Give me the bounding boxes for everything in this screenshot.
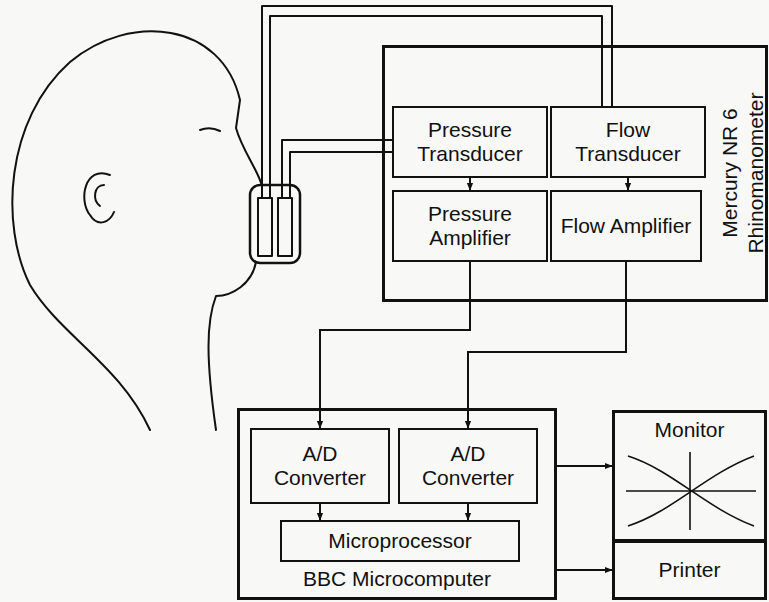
box-label: Microprocessor: [322, 529, 478, 553]
process-box: Pressure Transducer: [392, 106, 548, 178]
signal-arrow: [469, 178, 471, 190]
process-box: Microprocessor: [280, 520, 520, 562]
flow-tube: [262, 6, 612, 198]
box-label: Monitor: [648, 418, 730, 442]
ear: [84, 173, 114, 222]
monitor-curve: [628, 456, 754, 526]
box-label: Pressure Transducer: [394, 118, 546, 166]
pressure-tube: [282, 140, 392, 198]
face-mask: [250, 185, 300, 263]
signal-arrow: [319, 504, 321, 520]
signal-arrow: [467, 504, 469, 520]
signal-arrow: [557, 465, 612, 467]
process-box: A/D Converter: [398, 428, 538, 504]
monitor-axis: [626, 452, 756, 530]
printer-box: Printer: [612, 540, 767, 600]
chin-outline: [209, 262, 257, 430]
pressure-tube: [290, 152, 392, 198]
mask-tube: [278, 198, 292, 256]
monitor-curve: [628, 456, 754, 526]
box-label: A/D Converter: [252, 442, 388, 490]
vertical-label: Mercury NR 6 Rhinomanometer: [717, 47, 769, 299]
process-box: A/D Converter: [250, 428, 390, 504]
signal-arrow: [320, 262, 470, 428]
eye: [200, 128, 220, 131]
box-label: A/D Converter: [400, 442, 536, 490]
instrument-housing: Mercury NR 6 Rhinomanometer Pressure Tran…: [382, 45, 768, 302]
mask-tube: [258, 198, 272, 256]
box-label: Flow Amplifier: [555, 214, 698, 238]
box-label: Flow Transducer: [552, 118, 704, 166]
box-label: Printer: [653, 558, 727, 582]
process-box: Flow Amplifier: [550, 190, 702, 262]
signal-arrow: [468, 262, 626, 428]
box-label: Pressure Amplifier: [394, 202, 546, 250]
computer-housing: BBC Microcomputer A/D ConverterA/D Conver…: [237, 408, 557, 600]
signal-arrow: [627, 178, 629, 190]
box-label: BBC Microcomputer: [297, 567, 497, 591]
process-box: Flow Transducer: [550, 106, 706, 178]
monitor-box: Monitor: [612, 410, 767, 542]
head-outline: [12, 31, 262, 430]
process-box: Pressure Amplifier: [392, 190, 548, 262]
ear-inner: [95, 185, 104, 206]
signal-arrow: [557, 569, 612, 571]
